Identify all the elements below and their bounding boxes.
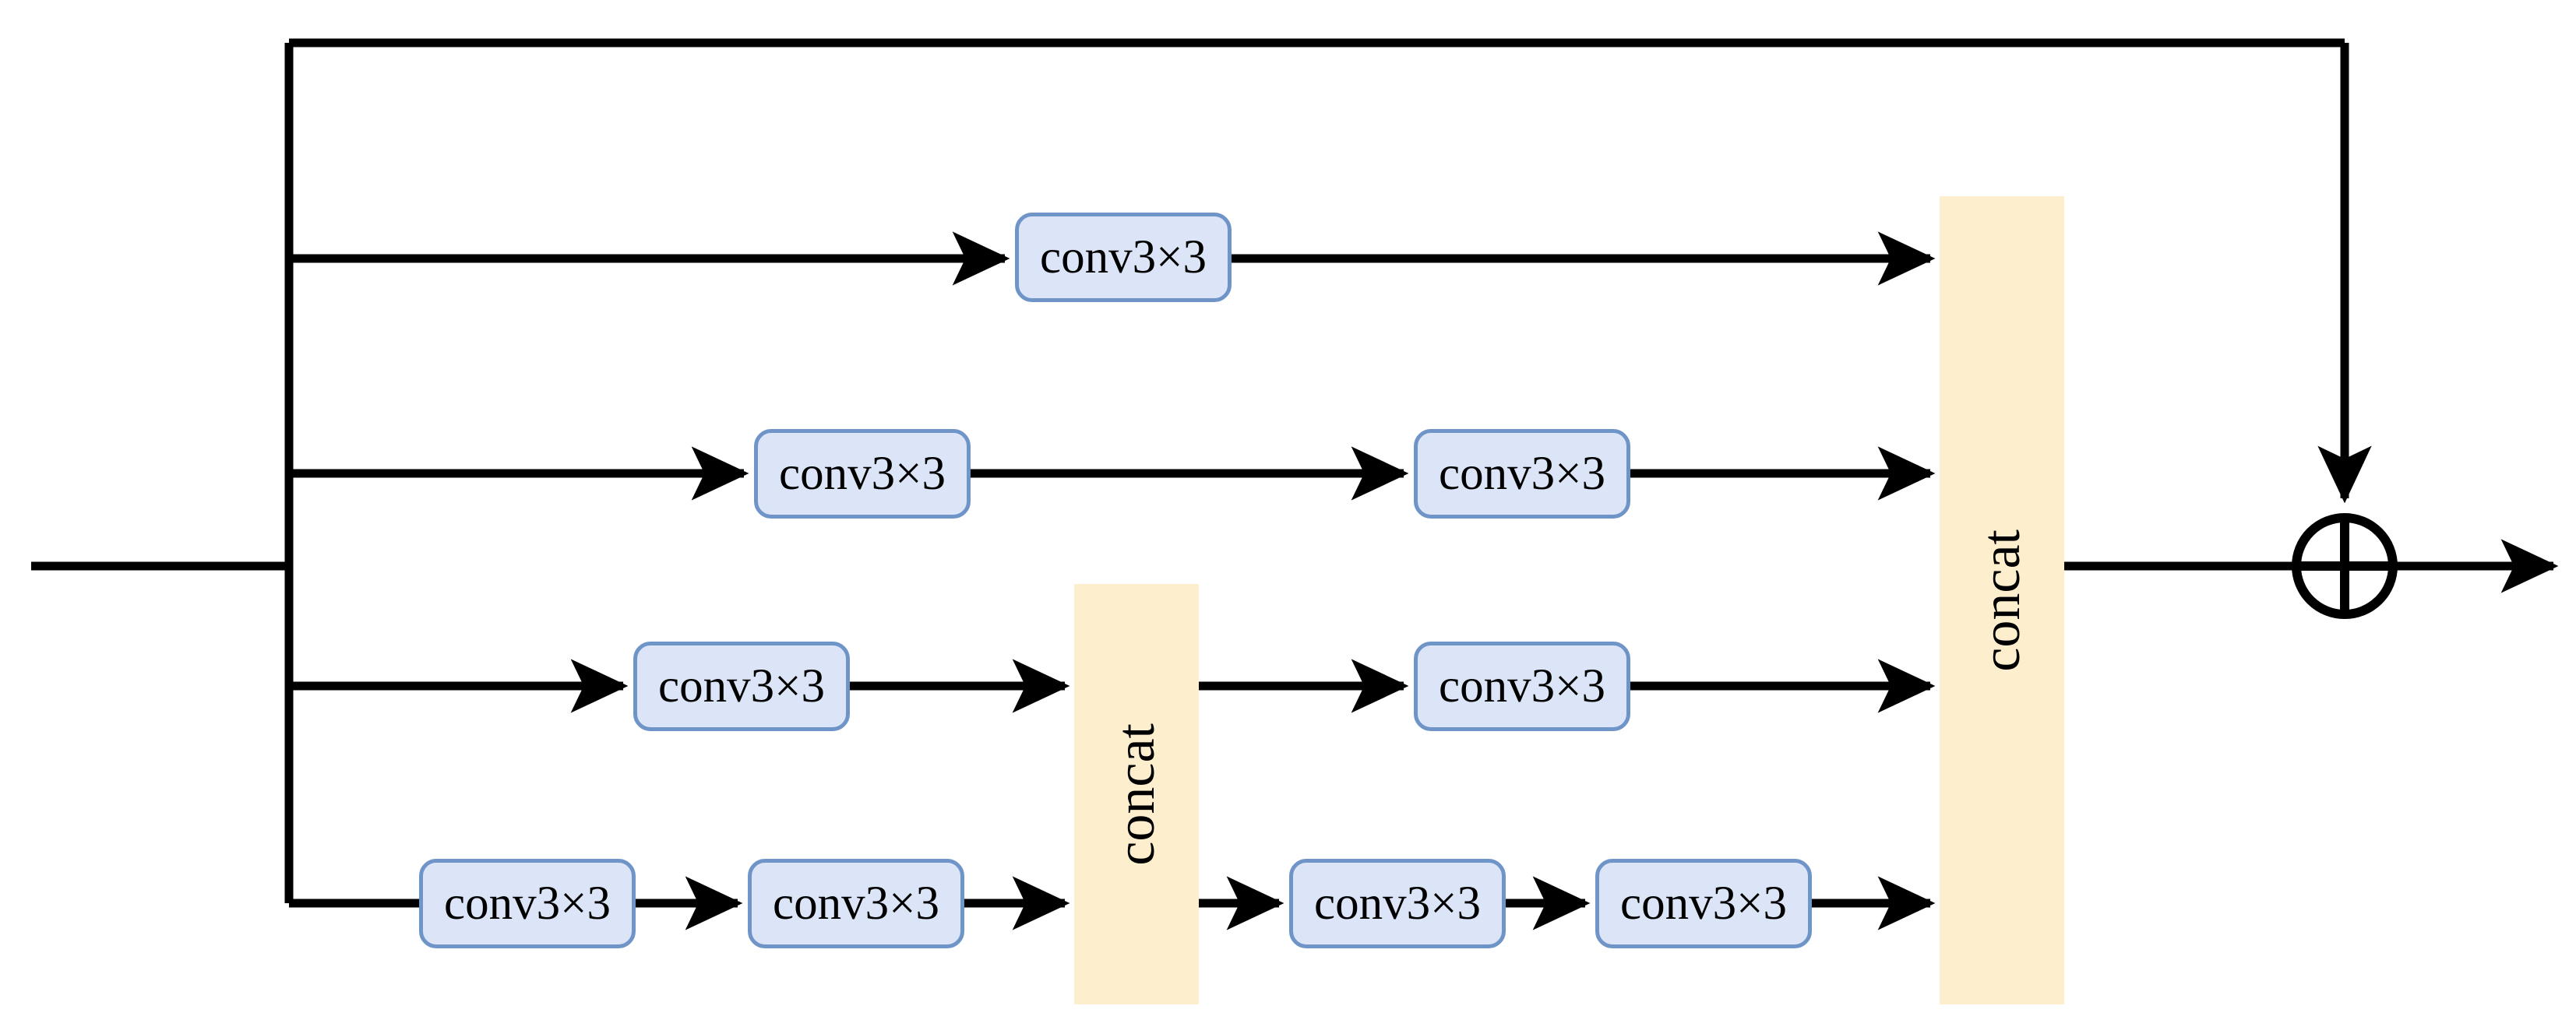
concat-label: concat bbox=[1106, 723, 1166, 866]
conv-block-row4-2[interactable]: conv3×3 bbox=[748, 859, 964, 948]
conv-block-row2-1[interactable]: conv3×3 bbox=[754, 429, 971, 519]
conv-block-row3-2[interactable]: conv3×3 bbox=[1414, 642, 1630, 731]
concat-block-output[interactable]: concat bbox=[1940, 196, 2064, 1004]
sum-node bbox=[2292, 513, 2398, 619]
conv-block-row4-3[interactable]: conv3×3 bbox=[1289, 859, 1506, 948]
concat-label: concat bbox=[1972, 529, 2032, 672]
plus-icon bbox=[2296, 518, 2393, 614]
concat-block-middle[interactable]: concat bbox=[1074, 584, 1199, 1004]
conv-block-row1-1[interactable]: conv3×3 bbox=[1015, 213, 1232, 302]
conv-block-row3-1[interactable]: conv3×3 bbox=[633, 642, 850, 731]
conv-block-row4-1[interactable]: conv3×3 bbox=[419, 859, 636, 948]
conv-block-row2-2[interactable]: conv3×3 bbox=[1414, 429, 1630, 519]
conv-block-row4-4[interactable]: conv3×3 bbox=[1595, 859, 1812, 948]
